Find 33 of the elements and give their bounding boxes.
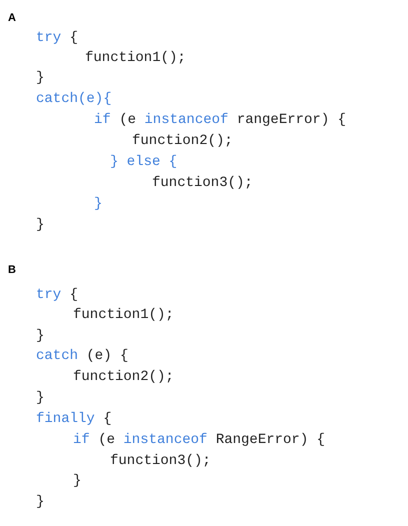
code-keyword: } else { bbox=[110, 154, 178, 170]
code-text: } bbox=[36, 328, 44, 344]
code-text: } bbox=[36, 390, 44, 406]
code-keyword: if bbox=[94, 112, 111, 128]
code-keyword: catch(e){ bbox=[36, 91, 112, 107]
code-keyword: if bbox=[73, 432, 90, 448]
code-text: } bbox=[36, 494, 44, 510]
code-text: function3(); bbox=[152, 175, 253, 191]
code-text: { bbox=[103, 411, 112, 427]
code-keyword: instanceof bbox=[123, 432, 208, 448]
code-keyword: try bbox=[36, 30, 62, 46]
code-text: RangeError) { bbox=[216, 432, 326, 448]
code-text: function2(); bbox=[73, 369, 174, 385]
code-text: (e) { bbox=[86, 348, 128, 364]
code-text: } bbox=[73, 473, 82, 489]
code-text: function2(); bbox=[132, 133, 233, 149]
code-text: { bbox=[70, 287, 78, 303]
code-text: rangeError) { bbox=[236, 112, 346, 128]
code-keyword: } bbox=[94, 196, 102, 212]
code-text: } bbox=[36, 70, 44, 86]
section-letter: A bbox=[8, 11, 16, 26]
code-keyword: finally bbox=[36, 411, 95, 427]
code-text: (e bbox=[119, 112, 136, 128]
code-keyword: catch bbox=[36, 348, 78, 364]
code-text: { bbox=[70, 30, 78, 46]
code-keyword: instanceof bbox=[144, 112, 228, 128]
code-keyword: try bbox=[36, 287, 62, 303]
section-letter: B bbox=[8, 263, 16, 278]
code-text: function3(); bbox=[110, 453, 211, 469]
code-text: function1(); bbox=[85, 50, 186, 66]
code-text: } bbox=[36, 217, 44, 233]
code-text: function1(); bbox=[73, 307, 174, 323]
code-text: (e bbox=[98, 432, 116, 448]
